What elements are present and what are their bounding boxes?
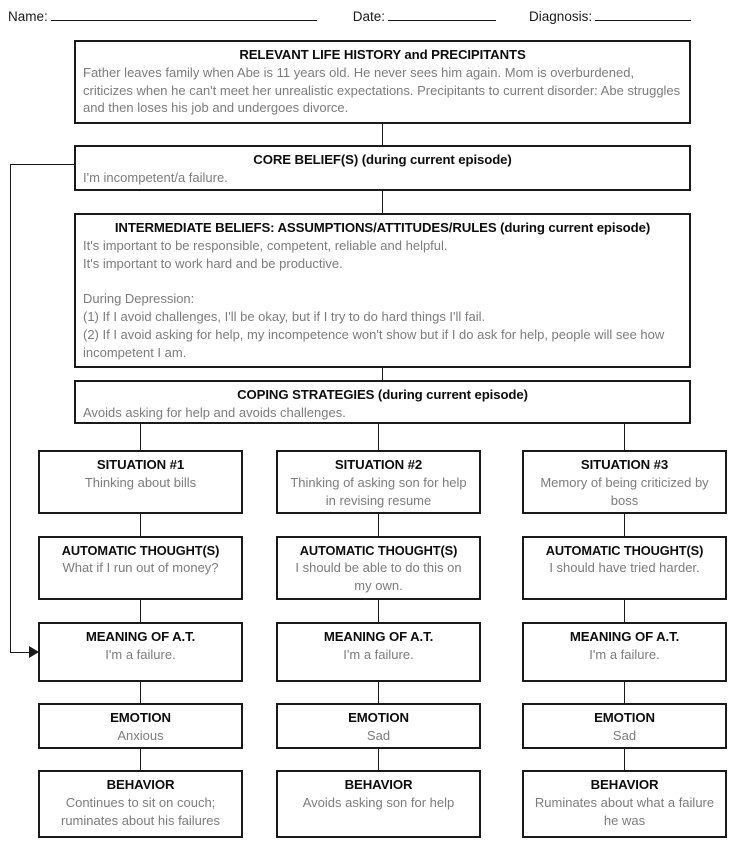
- connector-situation-2-to-at-2: [378, 514, 379, 536]
- behavior-3-box: BEHAVIOR Ruminates about what a failure …: [522, 770, 727, 838]
- diagnosis-label: Diagnosis:: [529, 8, 593, 24]
- feedback-loop-vertical-segment: [10, 164, 11, 653]
- date-input-rule[interactable]: [388, 7, 497, 21]
- relevant-life-history-box: RELEVANT LIFE HISTORY and PRECIPITANTS F…: [74, 40, 691, 124]
- connector-emotion-1-to-behavior-1: [140, 749, 141, 770]
- behavior-1-body: Continues to sit on couch; ruminates abo…: [61, 794, 220, 828]
- behavior-3-title: BEHAVIOR: [590, 777, 659, 792]
- connector-emotion-3-to-behavior-3: [624, 749, 625, 770]
- coping-strategies-title: COPING STRATEGIES (during current episod…: [237, 387, 528, 402]
- automatic-thought-3-body: I should have tried harder.: [549, 560, 700, 576]
- meaning-of-at-1-box: MEANING OF A.T. I'm a failure.: [38, 622, 243, 682]
- emotion-3-title: EMOTION: [594, 710, 655, 725]
- connector-at-1-to-meaning-1: [140, 600, 141, 622]
- meaning-of-at-3-title: MEANING OF A.T.: [569, 629, 680, 644]
- emotion-3-body: Sad: [612, 727, 637, 743]
- intermediate-beliefs-line-1: It's important to be responsible, compet…: [83, 237, 448, 253]
- emotion-2-box: EMOTION Sad: [276, 703, 481, 749]
- meaning-of-at-2-title: MEANING OF A.T.: [323, 629, 434, 644]
- automatic-thought-3-box: AUTOMATIC THOUGHT(S) I should have tried…: [522, 536, 727, 600]
- connector-meaning-1-to-emotion-1: [140, 682, 141, 703]
- diagnosis-input-rule[interactable]: [595, 7, 692, 21]
- form-header: Name: Date: Diagnosis:: [0, 0, 731, 30]
- situation-3-box: SITUATION #3 Memory of being criticized …: [522, 450, 727, 514]
- core-beliefs-box: CORE BELIEF(S) (during current episode) …: [74, 145, 691, 191]
- emotion-3-box: EMOTION Sad: [522, 703, 727, 749]
- connector-coping-to-situation-1: [140, 424, 141, 450]
- situation-1-title: SITUATION #1: [96, 457, 185, 472]
- automatic-thought-1-box: AUTOMATIC THOUGHT(S) What if I run out o…: [38, 536, 243, 600]
- situation-3-title: SITUATION #3: [580, 457, 669, 472]
- automatic-thought-2-body: I should be able to do this on my own.: [295, 560, 462, 594]
- core-beliefs-body: I'm incompetent/a failure.: [83, 169, 228, 185]
- connector-intermediate-to-coping: [382, 368, 383, 380]
- name-input-rule[interactable]: [50, 7, 317, 21]
- automatic-thought-2-title: AUTOMATIC THOUGHT(S): [299, 543, 458, 558]
- meaning-of-at-3-box: MEANING OF A.T. I'm a failure.: [522, 622, 727, 682]
- connector-meaning-3-to-emotion-3: [624, 682, 625, 703]
- name-field[interactable]: Name:: [8, 7, 317, 24]
- situation-2-title: SITUATION #2: [334, 457, 423, 472]
- intermediate-beliefs-line-5: (1) If I avoid challenges, I'll be okay,…: [83, 309, 486, 325]
- connector-situation-1-to-at-1: [140, 514, 141, 536]
- name-label: Name:: [8, 8, 48, 24]
- emotion-2-title: EMOTION: [348, 710, 409, 725]
- feedback-loop-arrow-icon: [29, 646, 39, 658]
- relevant-life-history-body: Father leaves family when Abe is 11 year…: [83, 64, 681, 116]
- behavior-1-title: BEHAVIOR: [106, 777, 175, 792]
- feedback-loop-top-segment: [10, 164, 75, 165]
- behavior-2-body: Avoids asking son for help: [302, 794, 455, 810]
- intermediate-beliefs-title: INTERMEDIATE BELIEFS: ASSUMPTIONS/ATTITU…: [114, 220, 651, 235]
- date-field[interactable]: Date:: [352, 7, 497, 24]
- emotion-1-title: EMOTION: [110, 710, 171, 725]
- meaning-of-at-2-body: I'm a failure.: [343, 646, 414, 662]
- connector-at-2-to-meaning-2: [378, 600, 379, 622]
- intermediate-beliefs-box: INTERMEDIATE BELIEFS: ASSUMPTIONS/ATTITU…: [74, 213, 691, 368]
- intermediate-beliefs-line-6: (2) If I avoid asking for help, my incom…: [83, 327, 665, 361]
- intermediate-beliefs-line-4: During Depression:: [83, 291, 195, 307]
- emotion-2-body: Sad: [366, 727, 391, 743]
- coping-strategies-box: COPING STRATEGIES (during current episod…: [74, 380, 691, 424]
- situation-1-box: SITUATION #1 Thinking about bills: [38, 450, 243, 514]
- situation-2-box: SITUATION #2 Thinking of asking son for …: [276, 450, 481, 514]
- behavior-2-box: BEHAVIOR Avoids asking son for help: [276, 770, 481, 838]
- connector-meaning-2-to-emotion-2: [378, 682, 379, 703]
- situation-3-body: Memory of being criticized by boss: [540, 474, 709, 508]
- connector-emotion-2-to-behavior-2: [378, 749, 379, 770]
- behavior-2-title: BEHAVIOR: [344, 777, 413, 792]
- connector-core-belief-to-intermediate: [382, 191, 383, 213]
- connector-coping-to-situation-3: [624, 424, 625, 450]
- intermediate-beliefs-spacer: [83, 272, 682, 290]
- situation-1-body: Thinking about bills: [84, 474, 197, 490]
- connector-coping-to-situation-2: [378, 424, 379, 450]
- feedback-loop-bottom-segment: [10, 652, 32, 653]
- meaning-of-at-1-body: I'm a failure.: [105, 646, 176, 662]
- behavior-1-box: BEHAVIOR Continues to sit on couch; rumi…: [38, 770, 243, 838]
- meaning-of-at-2-box: MEANING OF A.T. I'm a failure.: [276, 622, 481, 682]
- connector-at-3-to-meaning-3: [624, 600, 625, 622]
- connector-situation-3-to-at-3: [624, 514, 625, 536]
- intermediate-beliefs-line-2: It's important to work hard and be produ…: [83, 255, 343, 271]
- core-beliefs-title: CORE BELIEF(S) (during current episode): [253, 152, 512, 167]
- emotion-1-body: Anxious: [117, 727, 164, 743]
- emotion-1-box: EMOTION Anxious: [38, 703, 243, 749]
- meaning-of-at-3-body: I'm a failure.: [589, 646, 660, 662]
- behavior-3-body: Ruminates about what a failure he was: [534, 794, 715, 828]
- automatic-thought-1-body: What if I run out of money?: [62, 560, 219, 576]
- relevant-life-history-title: RELEVANT LIFE HISTORY and PRECIPITANTS: [239, 47, 526, 62]
- automatic-thought-2-box: AUTOMATIC THOUGHT(S) I should be able to…: [276, 536, 481, 600]
- connector-history-to-core-belief: [382, 124, 383, 145]
- coping-strategies-body: Avoids asking for help and avoids challe…: [83, 404, 346, 420]
- automatic-thought-3-title: AUTOMATIC THOUGHT(S): [545, 543, 704, 558]
- date-label: Date:: [352, 8, 386, 24]
- situation-2-body: Thinking of asking son for help in revis…: [290, 474, 467, 508]
- automatic-thought-1-title: AUTOMATIC THOUGHT(S): [61, 543, 220, 558]
- meaning-of-at-1-title: MEANING OF A.T.: [85, 629, 196, 644]
- diagnosis-field[interactable]: Diagnosis:: [529, 7, 692, 24]
